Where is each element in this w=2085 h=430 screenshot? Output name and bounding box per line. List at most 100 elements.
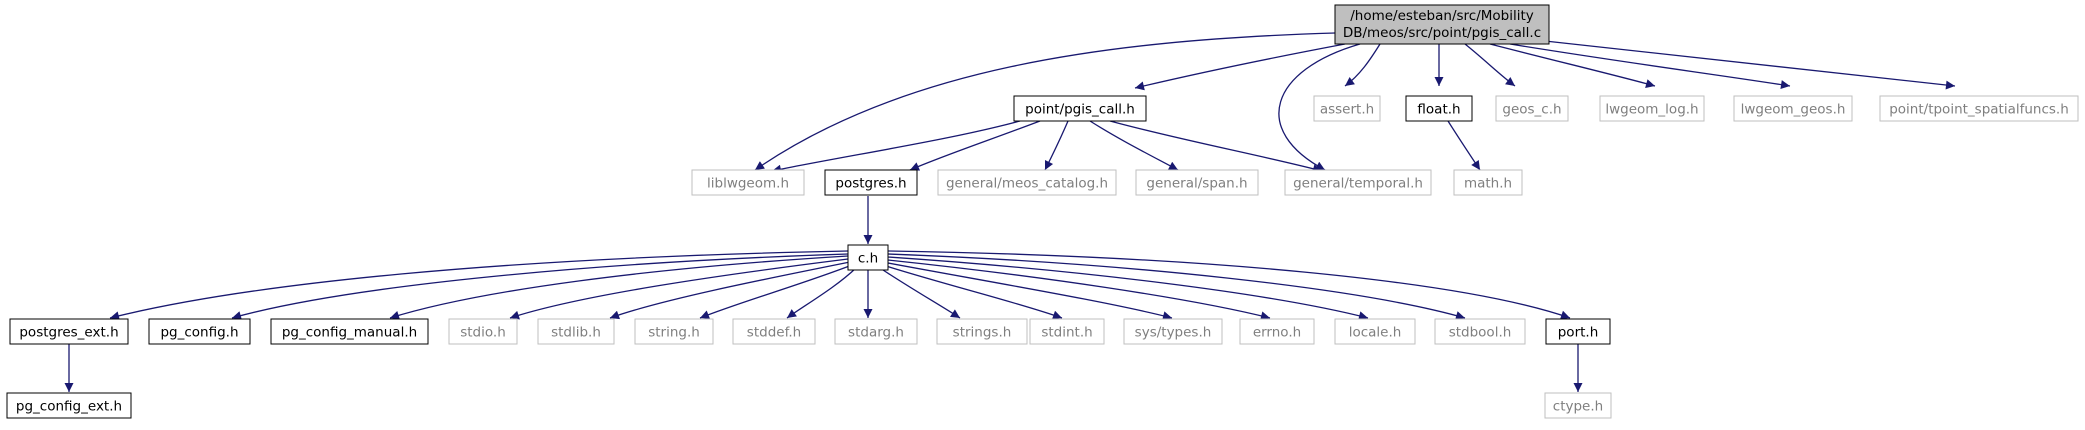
- node-box: [6, 392, 132, 419]
- node-c-h[interactable]: c.h: [847, 244, 889, 271]
- node-box: [537, 318, 615, 345]
- node-root-file[interactable]: /home/esteban/src/Mobility DB/meos/src/p…: [1334, 4, 1550, 45]
- node-math-h[interactable]: math.h: [1453, 169, 1523, 196]
- node-locale-h[interactable]: locale.h: [1334, 318, 1416, 345]
- edge-pgis-call-h-meos-catalog-h: [1044, 120, 1069, 171]
- node-box: [1733, 95, 1853, 122]
- node-span-h[interactable]: general/span.h: [1135, 169, 1259, 196]
- node-stdio-h[interactable]: stdio.h: [448, 318, 518, 345]
- node-label: locale.h: [1349, 325, 1402, 341]
- node-string-h[interactable]: string.h: [634, 318, 714, 345]
- node-box: [1123, 318, 1223, 345]
- edge-c-h-locale-h: [887, 256, 1369, 321]
- edge-root-lwgeom-geos-h: [1509, 43, 1791, 90]
- node-box: [1239, 318, 1315, 345]
- node-box: [148, 318, 251, 345]
- node-label: geos_c.h: [1502, 102, 1561, 118]
- edge-c-h-pg-config-manual-h: [389, 255, 849, 320]
- node-sys-types-h[interactable]: sys/types.h: [1123, 318, 1223, 345]
- node-box: [1434, 318, 1526, 345]
- node-label: stdio.h: [460, 325, 506, 341]
- node-temporal-h[interactable]: general/temporal.h: [1284, 169, 1432, 196]
- node-box: [1405, 95, 1473, 122]
- edge-pgis-call-h-liblwgeom-h: [771, 120, 1021, 174]
- edges-layer: [64, 32, 1956, 392]
- edge-c-h-strings-h: [879, 267, 961, 319]
- node-errno-h[interactable]: errno.h: [1239, 318, 1315, 345]
- node-stdbool-h[interactable]: stdbool.h: [1434, 318, 1526, 345]
- node-label: pg_config_ext.h: [16, 399, 122, 415]
- node-box: [270, 318, 429, 345]
- edge-float-h-math-h: [1447, 120, 1481, 171]
- node-box: [1545, 318, 1611, 345]
- node-assert-h[interactable]: assert.h: [1313, 95, 1381, 122]
- edge-c-h-postgres-ext-h: [109, 250, 849, 321]
- edge-c-h-stddef-h: [786, 267, 857, 319]
- node-label: lwgeom_log.h: [1605, 102, 1698, 118]
- node-box: [937, 169, 1117, 196]
- node-box: [1495, 95, 1569, 122]
- node-box: [634, 318, 714, 345]
- node-label: point/pgis_call.h: [1025, 102, 1135, 118]
- node-box: [1599, 95, 1705, 122]
- node-stdarg-h[interactable]: stdarg.h: [834, 318, 918, 345]
- node-label: pg_config.h: [160, 325, 238, 341]
- edge-root-tpoint-spatialfuncs-h: [1544, 40, 1956, 90]
- node-pgis-call-h[interactable]: point/pgis_call.h: [1013, 95, 1147, 122]
- node-label: ctype.h: [1553, 399, 1603, 415]
- edge-c-h-stdlib-h: [609, 261, 851, 320]
- node-stddef-h[interactable]: stddef.h: [732, 318, 816, 345]
- edge-pgis-call-h-postgres-h: [909, 120, 1041, 171]
- node-box: [1284, 169, 1432, 196]
- node-box: [1013, 95, 1147, 122]
- node-tpoint-spatialfuncs-h[interactable]: point/tpoint_spatialfuncs.h: [1879, 95, 2079, 122]
- node-box: [847, 244, 889, 271]
- edge-pgis-call-h-span-h: [1089, 120, 1179, 171]
- node-liblwgeom-h[interactable]: liblwgeom.h: [691, 169, 805, 196]
- node-box: [1135, 169, 1259, 196]
- node-label: c.h: [858, 251, 878, 267]
- node-label: liblwgeom.h: [707, 176, 789, 192]
- node-port-h[interactable]: port.h: [1545, 318, 1611, 345]
- node-postgres-ext-h[interactable]: postgres_ext.h: [9, 318, 129, 345]
- node-label: string.h: [648, 325, 700, 341]
- node-stdlib-h[interactable]: stdlib.h: [537, 318, 615, 345]
- node-geos-c-h[interactable]: geos_c.h: [1495, 95, 1569, 122]
- node-box: [1029, 318, 1105, 345]
- node-root-line-2: DB/meos/src/point/pgis_call.c: [1343, 25, 1541, 41]
- node-lwgeom-log-h[interactable]: lwgeom_log.h: [1599, 95, 1705, 122]
- node-strings-h[interactable]: strings.h: [936, 318, 1028, 345]
- node-stdint-h[interactable]: stdint.h: [1029, 318, 1105, 345]
- node-lwgeom-geos-h[interactable]: lwgeom_geos.h: [1733, 95, 1853, 122]
- node-postgres-h[interactable]: postgres.h: [824, 169, 918, 196]
- node-label: port.h: [1558, 325, 1599, 341]
- node-label: stdlib.h: [551, 325, 601, 341]
- node-label: stdbool.h: [1449, 325, 1512, 341]
- edge-c-h-stdio-h: [509, 258, 849, 320]
- node-pg-config-manual-h[interactable]: pg_config_manual.h: [270, 318, 429, 345]
- node-pg-config-ext-h[interactable]: pg_config_ext.h: [6, 392, 132, 419]
- edge-root-assert-h: [1344, 43, 1381, 87]
- node-box: [1313, 95, 1381, 122]
- node-label: general/temporal.h: [1293, 176, 1423, 192]
- node-label: assert.h: [1320, 102, 1374, 118]
- edge-root-geos-c-h: [1464, 43, 1516, 87]
- node-box: [1879, 95, 2079, 122]
- node-pg-config-h[interactable]: pg_config.h: [148, 318, 251, 345]
- edge-root-liblwgeom-h: [754, 32, 1336, 171]
- node-box: [448, 318, 518, 345]
- node-label: sys/types.h: [1135, 325, 1212, 341]
- node-label: general/span.h: [1146, 176, 1247, 192]
- node-label: stdint.h: [1041, 325, 1092, 341]
- node-label: postgres.h: [835, 176, 906, 192]
- node-meos-catalog-h[interactable]: general/meos_catalog.h: [937, 169, 1117, 196]
- nodes-layer: /home/esteban/src/Mobility DB/meos/src/p…: [6, 4, 2079, 419]
- node-label: strings.h: [953, 325, 1012, 341]
- node-ctype-h[interactable]: ctype.h: [1544, 392, 1612, 419]
- edge-root-temporal-h: [1278, 43, 1361, 171]
- node-box: [1544, 392, 1612, 419]
- edge-c-h-port-h: [887, 250, 1571, 320]
- node-float-h[interactable]: float.h: [1405, 95, 1473, 122]
- node-box: [1334, 318, 1416, 345]
